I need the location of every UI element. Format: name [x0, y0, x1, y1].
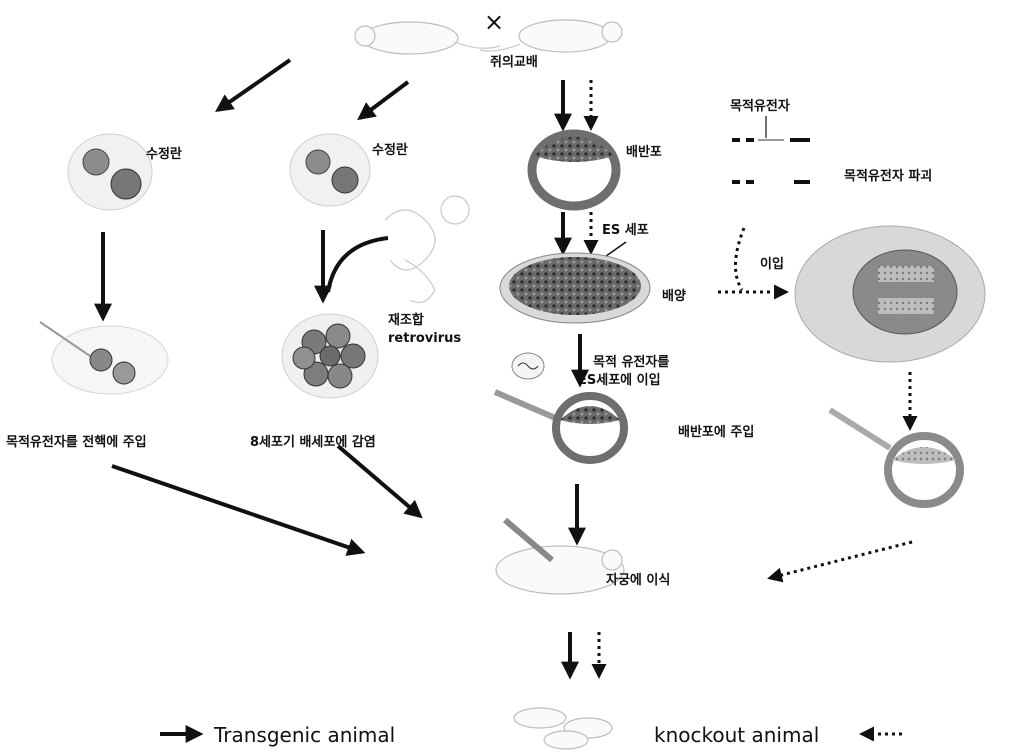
pronucleus-injection-icon [40, 322, 168, 394]
es-cell-label: ES 세포 [602, 223, 649, 238]
target-gene-disrupt-label: 목적유전자 파괴 [844, 168, 932, 184]
arrow-mid-to-uterus [338, 446, 420, 516]
fertilized-egg-mid-icon [290, 134, 370, 206]
offspring-mice-sketch [514, 708, 612, 749]
retrovirus-infection-curve [328, 238, 388, 292]
fertilized-egg-left-label: 수정란 [146, 146, 182, 162]
modified-es-cell-icon [795, 226, 985, 362]
uterus-transplant-label: 자궁에 이식 [606, 572, 670, 588]
fertilized-egg-left-icon [68, 134, 152, 210]
target-gene-label: 목적유전자 [730, 98, 790, 114]
arrow-right-to-uterus [770, 542, 912, 578]
introduce-curve [735, 228, 744, 290]
introduce-label: 이입 [760, 256, 784, 272]
mating-label: 쥐의교배 [490, 54, 538, 70]
es-cell-culture-dish-icon [500, 253, 650, 323]
legend-knockout-label: knockout animal [654, 723, 819, 747]
legend-transgenic-label: Transgenic animal [213, 723, 395, 747]
arrow-to-left-egg [218, 60, 290, 110]
mouse-female-sketch [355, 22, 500, 54]
arrow-left-to-uterus [112, 466, 362, 552]
culture-label: 배양 [662, 288, 686, 304]
inject-pronucleus-label: 목적유전자를 전핵에 주입 [6, 434, 147, 450]
surrogate-mouse-sketch [496, 520, 624, 594]
cross-symbol: × [484, 8, 504, 36]
fertilized-egg-mid-label: 수정란 [372, 142, 408, 158]
blastocyst-label: 배반포 [626, 144, 662, 160]
inject-blastocyst-label: 배반포에 주입 [678, 424, 754, 440]
blastocyst-injection-icon [495, 392, 624, 460]
blastocyst-icon [532, 134, 616, 206]
recombinant-label-2: retrovirus [388, 331, 461, 346]
gene-into-es-label-1: 목적 유전자를 [593, 354, 669, 370]
eight-cell-embryo-icon [282, 314, 378, 398]
recombinant-label-1: 재조합 [388, 312, 424, 328]
retrovirus-icon [385, 196, 469, 302]
infect-8cell-label: 8세포기 배세포에 감염 [250, 434, 376, 450]
es-cell-drop-icon [512, 353, 544, 379]
right-blastocyst-injection-icon [830, 410, 960, 504]
gene-into-es-label-2: ES세포에 이입 [578, 372, 661, 388]
arrow-to-mid-egg [360, 82, 408, 118]
